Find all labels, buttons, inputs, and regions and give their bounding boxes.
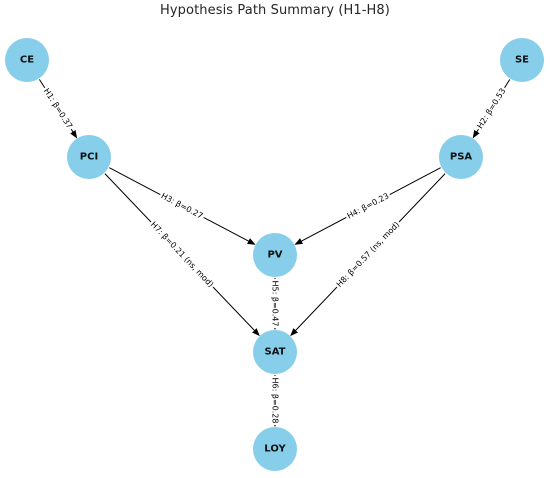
node-psa: PSA (439, 135, 483, 179)
edge-label-background (270, 376, 280, 425)
edge-label-psa-to-pv: H4: β=0.23 (344, 190, 392, 222)
node-label: PCI (80, 152, 98, 163)
node-circle (5, 38, 49, 82)
edge-label-background (40, 85, 76, 132)
node-label: SE (515, 55, 529, 66)
edge-label-se-to-psa: H2: β=0.53 (474, 85, 509, 132)
node-loy: LOY (253, 427, 297, 471)
edge-label-text: H6: β=0.28 (271, 378, 280, 424)
edge-label-text: H4: β=0.23 (346, 191, 391, 220)
edge-label-text: H7: β=0.21 (ns, mod) (149, 220, 215, 289)
edge-label-text: H3: β=0.27 (160, 191, 205, 220)
node-ce: CE (5, 38, 49, 82)
node-label: LOY (264, 444, 286, 455)
edge-label-background (147, 218, 217, 291)
diagram-title: Hypothesis Path Summary (H1-H8) (160, 3, 390, 18)
node-circle (67, 135, 111, 179)
node-circle (253, 330, 297, 374)
edge-label-psa-to-sat: H8: β=0.57 (ns, mod) (333, 218, 403, 291)
node-se: SE (500, 38, 544, 82)
node-label: PV (267, 250, 282, 261)
edge-label-pci-to-pv: H3: β=0.27 (158, 190, 206, 222)
node-label: PSA (450, 152, 473, 163)
node-label: SAT (265, 347, 286, 358)
edge-label-pci-to-sat: H7: β=0.21 (ns, mod) (147, 218, 217, 291)
edge-label-text: H5: β=0.47 (271, 281, 280, 327)
edge-label-text: H8: β=0.57 (ns, mod) (335, 220, 401, 289)
edge-label-background (344, 190, 392, 222)
node-circle (253, 233, 297, 277)
node-circle (439, 135, 483, 179)
edge-label-background (333, 218, 403, 291)
nodes-layer: CE SE PCI PSA PV SAT LOY (5, 38, 544, 471)
edge-label-text: H1: β=0.37 (42, 87, 74, 131)
edge-label-background (158, 190, 206, 222)
edge-label-background (270, 279, 280, 328)
node-label: CE (20, 55, 34, 66)
node-circle (500, 38, 544, 82)
node-circle (253, 427, 297, 471)
node-sat: SAT (253, 330, 297, 374)
edge-label-sat-to-loy: H6: β=0.28 (270, 376, 280, 425)
node-pci: PCI (67, 135, 111, 179)
node-pv: PV (253, 233, 297, 277)
edge-label-background (474, 85, 509, 132)
edge-label-pv-to-sat: H5: β=0.47 (270, 279, 280, 328)
edge-label-text: H2: β=0.53 (475, 87, 507, 131)
edge-label-ce-to-pci: H1: β=0.37 (40, 85, 76, 132)
